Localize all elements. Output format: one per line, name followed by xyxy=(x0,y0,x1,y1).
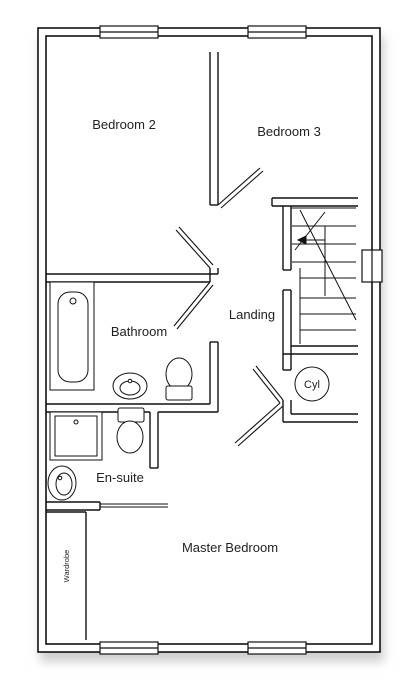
bathroom-basin xyxy=(112,372,148,400)
room-label-wardrobe: Wardrobe xyxy=(62,550,71,583)
room-label-bathroom: Bathroom xyxy=(111,324,167,339)
doors xyxy=(100,167,284,508)
outer-walls xyxy=(37,27,381,653)
interior-walls xyxy=(46,52,358,640)
shower-tray xyxy=(49,411,103,461)
room-label-master-bedroom: Master Bedroom xyxy=(182,540,278,555)
cylinder-circle xyxy=(294,366,330,402)
bathroom-wc xyxy=(165,357,193,401)
windows-top xyxy=(99,25,307,39)
room-label-landing: Landing xyxy=(229,307,275,322)
stair-arrow xyxy=(296,235,307,245)
ensuite-basin xyxy=(47,465,77,501)
windows-bottom xyxy=(99,641,307,655)
room-label-en-suite: En-suite xyxy=(96,470,144,485)
ensuite-wc xyxy=(116,407,145,454)
bath xyxy=(49,281,95,391)
room-label-bedroom-2: Bedroom 2 xyxy=(92,117,156,132)
room-label-bedroom-3: Bedroom 3 xyxy=(257,124,321,139)
window-right xyxy=(361,249,383,283)
cylinder-label: Cyl xyxy=(304,379,320,391)
